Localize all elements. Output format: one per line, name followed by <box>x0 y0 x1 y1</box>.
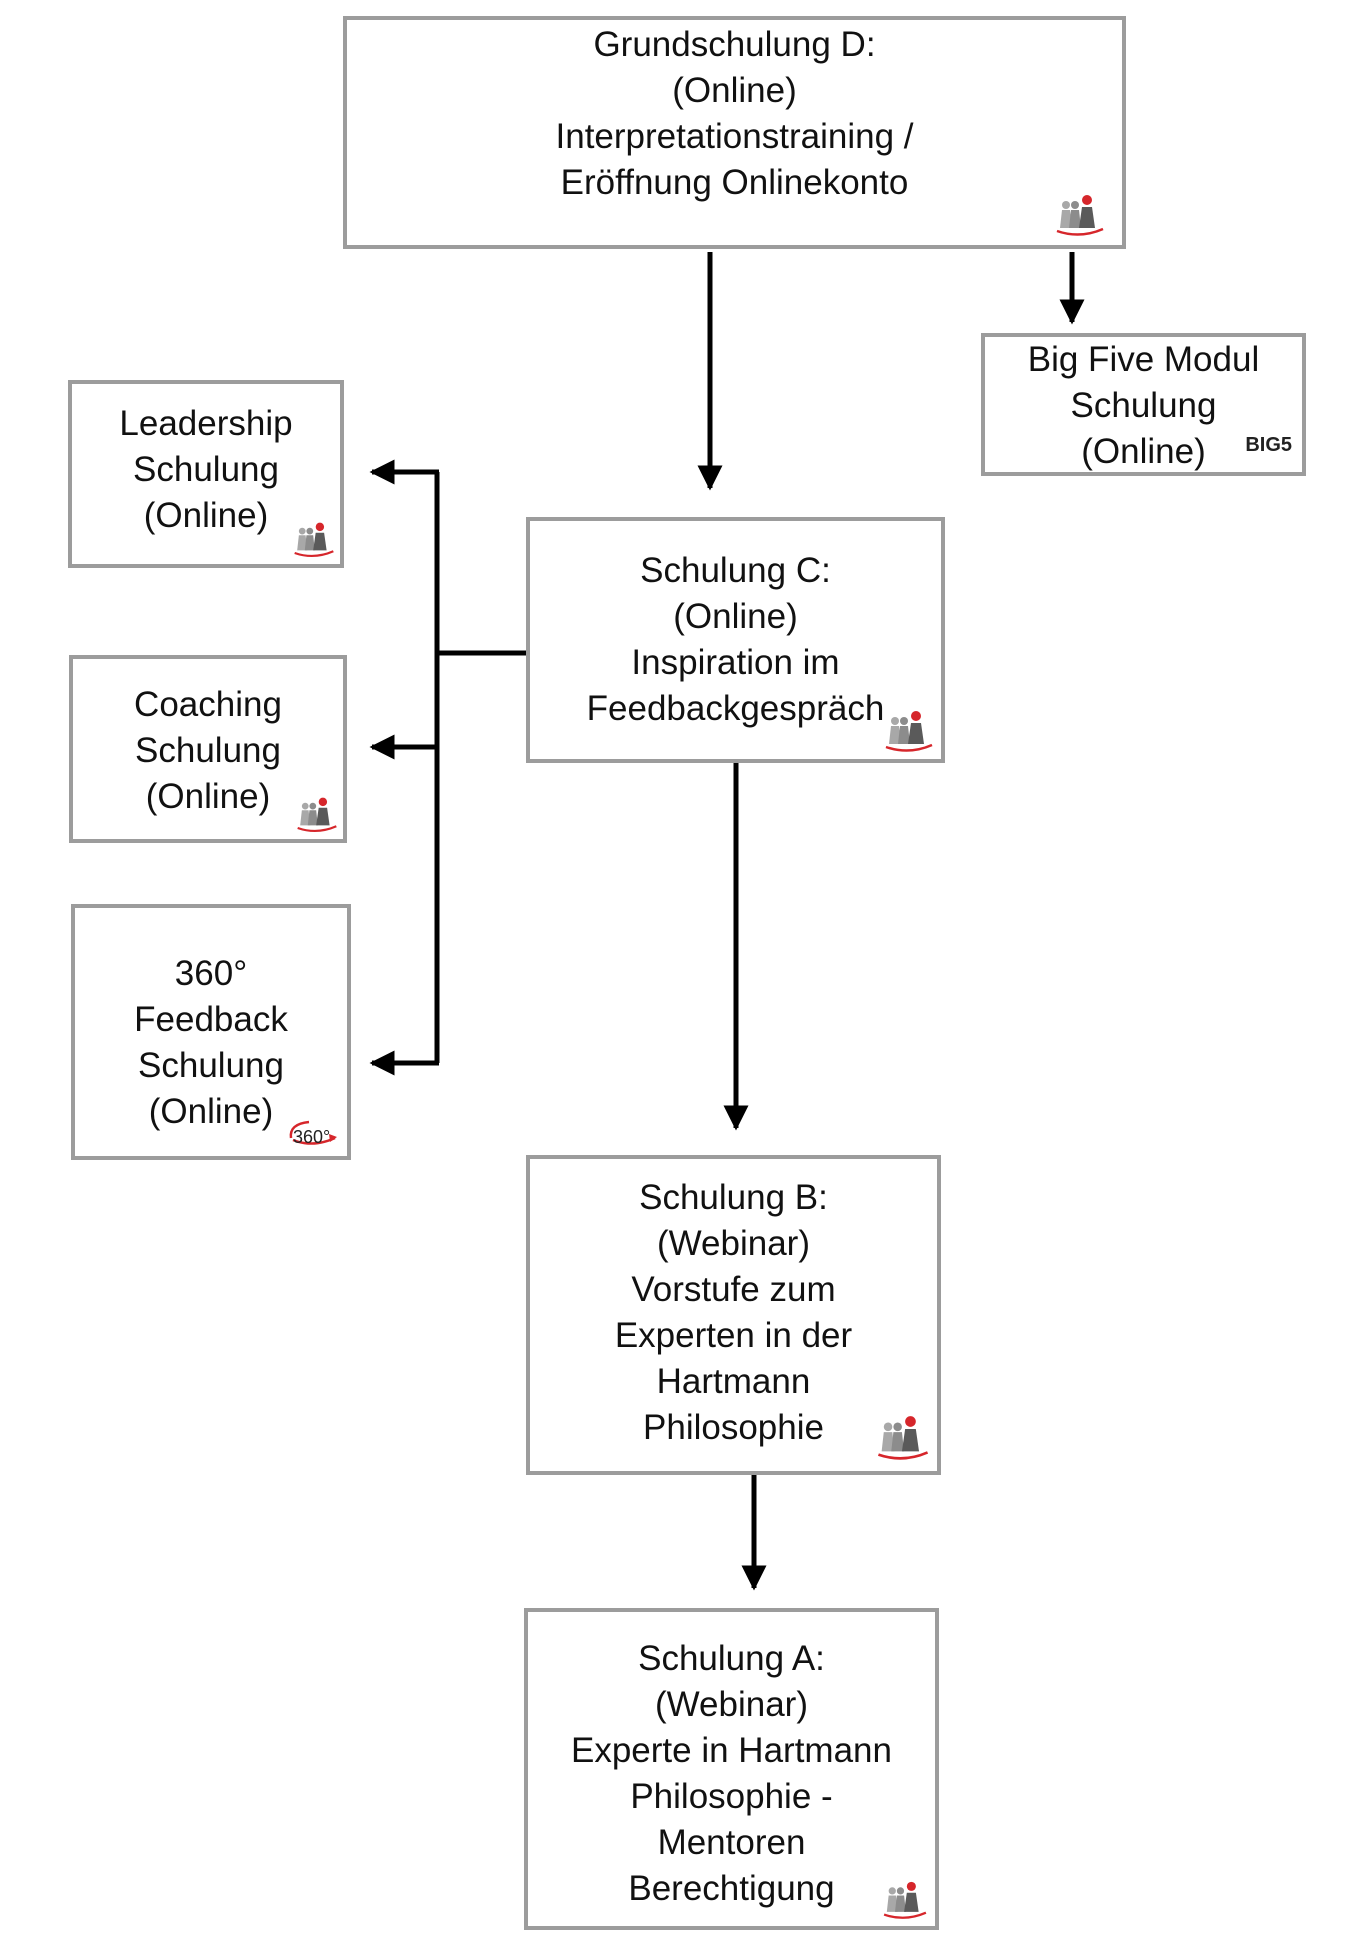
node-line: Mentoren <box>657 1823 806 1862</box>
node-line: Philosophie <box>643 1408 824 1447</box>
node-schulung-b: Schulung B: (Webinar) Vorstufe zum Exper… <box>526 1155 941 1475</box>
node-line: Interpretationstraining / <box>555 117 914 156</box>
node-schulung-c: Schulung C: (Online) Inspiration im Feed… <box>526 517 945 763</box>
node-coaching: Coaching Schulung (Online) <box>69 655 347 843</box>
node-line: Eröffnung Onlinekonto <box>560 163 909 202</box>
node-line: Experte in Hartmann <box>571 1731 892 1770</box>
360-icon: 360° <box>285 1114 341 1148</box>
node-line: Hartmann <box>656 1362 811 1401</box>
node-line: (Webinar) <box>656 1224 810 1263</box>
node-line: Experten in der <box>614 1316 853 1355</box>
node-line: Schulung C: <box>640 551 831 590</box>
node-big-five: Big Five Modul Schulung (Online) BIG5 <box>981 333 1306 476</box>
node-line: Big Five Modul <box>1027 340 1260 379</box>
hartmann-people-icon <box>885 711 933 752</box>
node-line: Schulung <box>135 731 281 770</box>
hartmann-people-icon <box>883 1881 927 1919</box>
node-line: (Online) <box>673 597 798 636</box>
360-icon-text: 360° <box>293 1127 331 1147</box>
node-line: Inspiration im <box>631 643 840 682</box>
node-line: Coaching <box>134 685 282 724</box>
big5-icon: BIG5 <box>1245 434 1292 456</box>
node-line: Feedbackgespräch <box>586 689 885 728</box>
node-line: (Online) <box>1081 432 1206 471</box>
node-line: (Online) <box>672 71 797 110</box>
hartmann-people-icon <box>297 797 337 832</box>
hartmann-people-icon <box>877 1416 929 1460</box>
hartmann-people-icon <box>294 522 334 557</box>
node-line: Philosophie - <box>630 1777 833 1816</box>
node-line: Schulung <box>138 1046 284 1085</box>
node-line: (Webinar) <box>654 1685 808 1724</box>
node-360-feedback: 360° Feedback Schulung (Online) 360° <box>71 904 351 1160</box>
node-line: Schulung B: <box>639 1178 828 1217</box>
node-line: Schulung <box>1070 386 1217 425</box>
node-line: (Online) <box>148 1092 274 1131</box>
node-line: (Online) <box>143 496 269 535</box>
node-line: (Online) <box>145 777 271 816</box>
node-line: Vorstufe zum <box>631 1270 836 1309</box>
node-line: Schulung A: <box>638 1639 825 1678</box>
node-schulung-a: Schulung A: (Webinar) Experte in Hartman… <box>524 1608 939 1930</box>
hartmann-people-icon <box>1056 195 1104 236</box>
node-line: Schulung <box>133 450 279 489</box>
node-line: Feedback <box>134 1000 288 1039</box>
node-grundschulung-d: Grundschulung D: (Online) Interpretation… <box>343 16 1126 249</box>
node-leadership: Leadership Schulung (Online) <box>68 380 344 568</box>
node-line: Leadership <box>119 404 293 443</box>
node-line: Grundschulung D: <box>593 25 876 64</box>
node-line: Berechtigung <box>628 1869 835 1908</box>
node-line: 360° <box>174 954 248 993</box>
